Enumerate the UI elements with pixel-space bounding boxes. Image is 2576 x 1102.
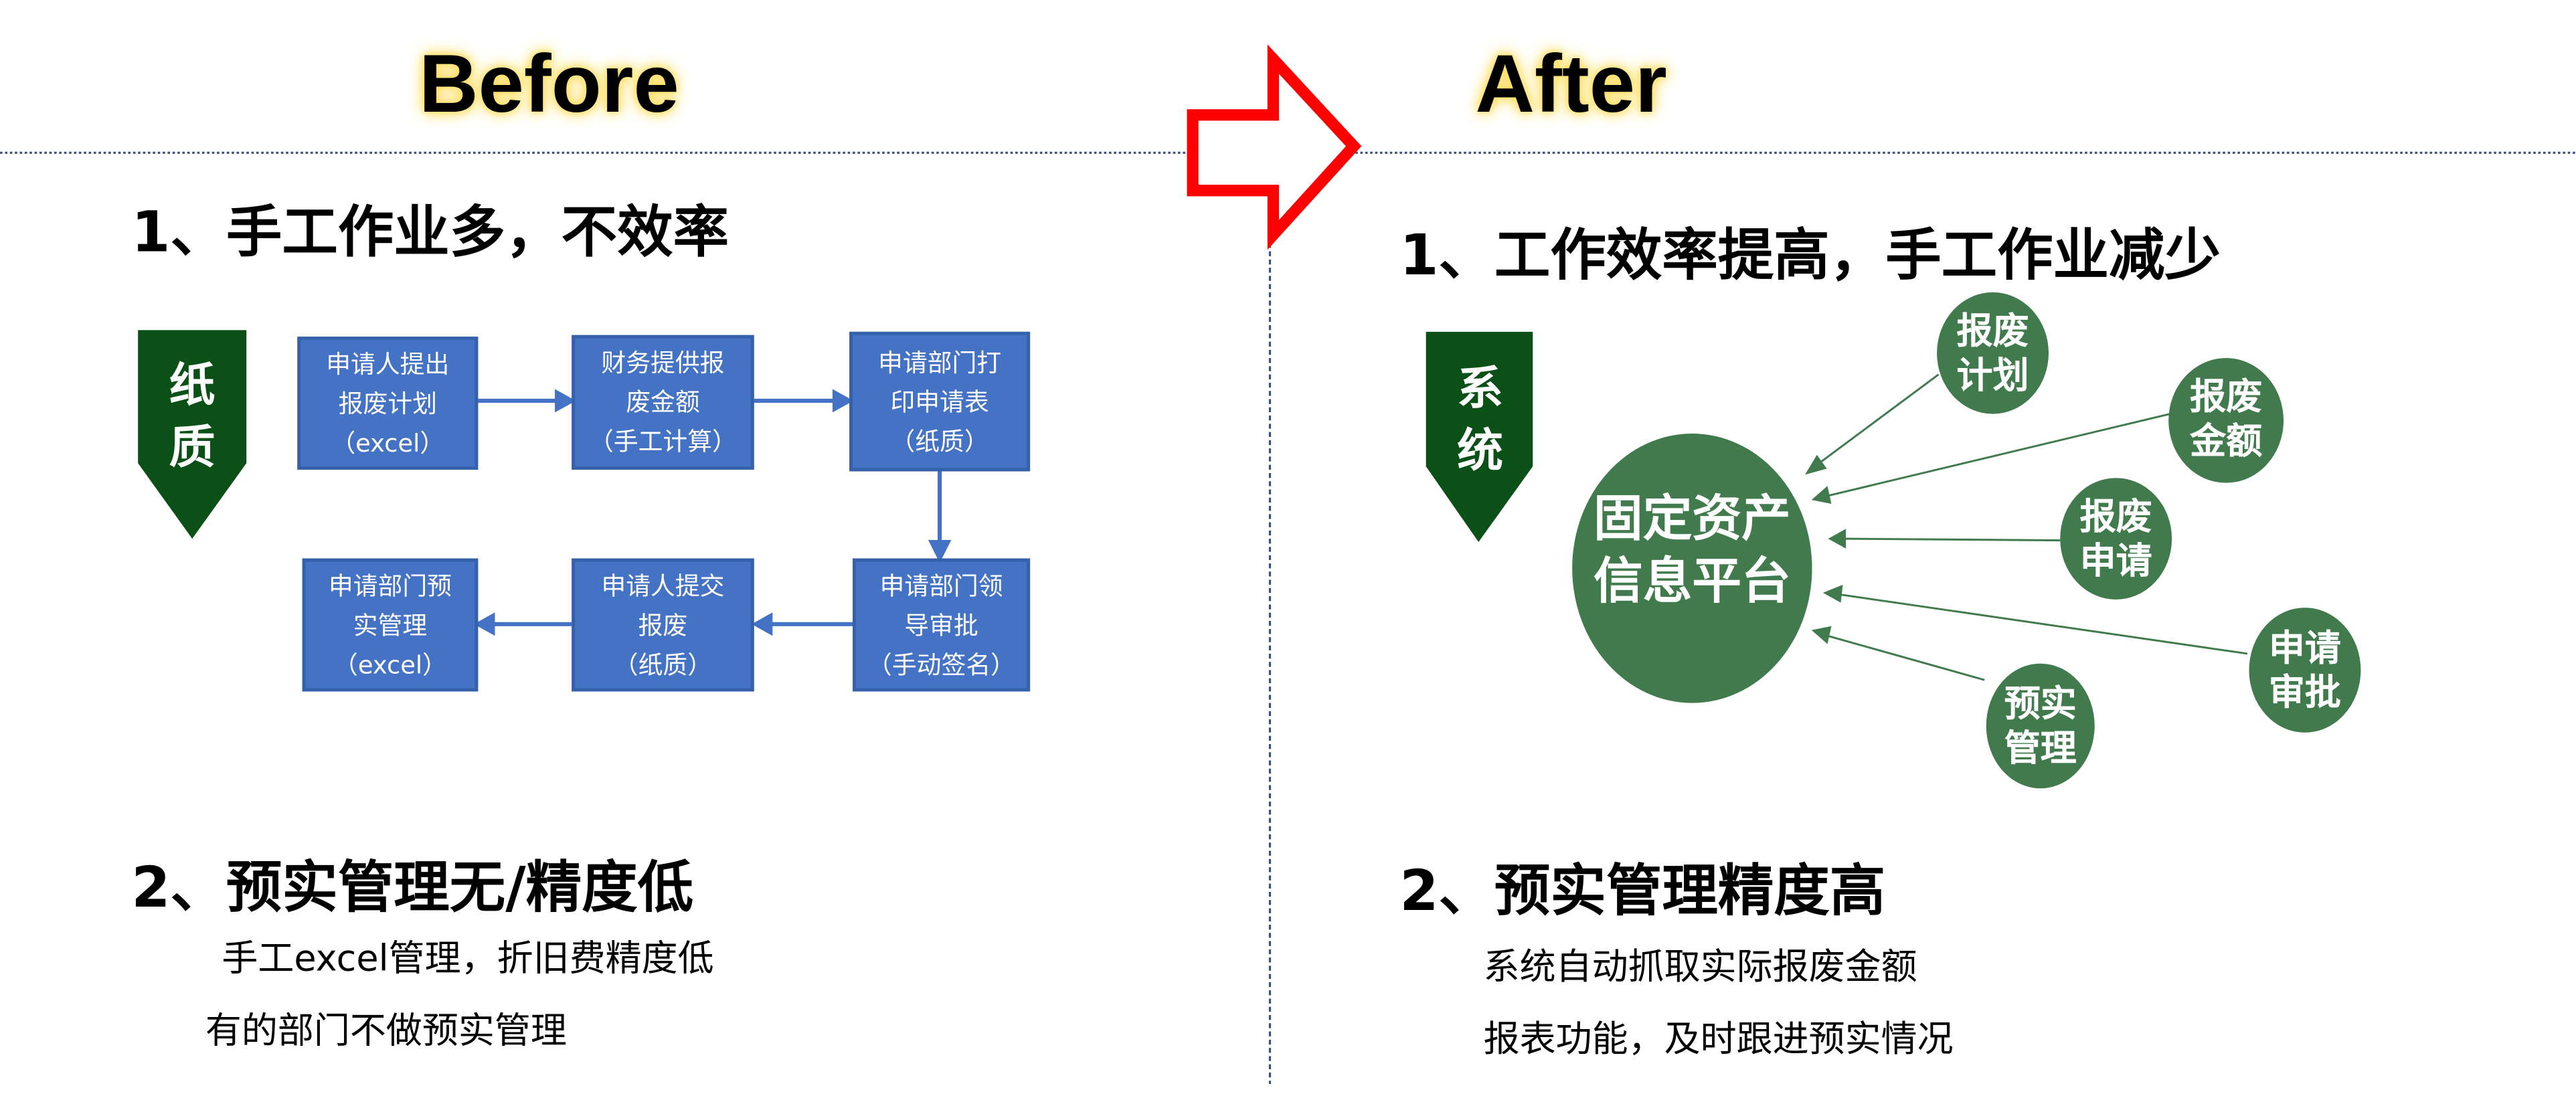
connector — [1840, 593, 2248, 655]
after-point-2: 2、预实管理精度高 — [1399, 858, 1886, 925]
node-scrap-amount: 报废金额 — [2190, 377, 2263, 464]
hub-label: 固定资产信息平台 — [1594, 490, 1791, 612]
before-line-2: 有的部门不做预实管理 — [205, 1012, 567, 1053]
system-tag: 系 统 — [1426, 358, 1535, 483]
before-line-1: 手工excel管理，折旧费精度低 — [222, 939, 714, 981]
node-scrap-plan: 报废计划 — [1956, 312, 2029, 398]
node-circle — [1986, 663, 2095, 789]
hub-circle — [1572, 434, 1812, 703]
after-line-2: 报表功能，及时跟进预实情况 — [1483, 1020, 1954, 1061]
flow-step-6: 申请部门预实管理（excel） — [302, 558, 479, 692]
node-approval: 申请审批 — [2268, 629, 2341, 715]
paper-tag-shape — [138, 330, 247, 539]
tag-char: 系 — [1457, 361, 1504, 416]
node-circle — [2249, 608, 2361, 733]
before-point-1: 1、手工作业多，不效率 — [131, 200, 729, 266]
connector — [1826, 413, 2171, 497]
tag-char: 统 — [1457, 424, 1504, 478]
after-title: After — [1475, 37, 1667, 130]
paper-tag: 纸 质 — [138, 355, 246, 480]
flow-step-4: 申请部门领导审批（手动签名） — [852, 558, 1031, 692]
connector — [1816, 373, 1940, 466]
system-tag-shape — [1426, 331, 1533, 543]
flow-step-5: 申请人提交报废（纸质） — [572, 558, 754, 692]
node-circle — [1937, 292, 2049, 414]
before-title: Before — [418, 37, 679, 130]
node-circle — [2060, 478, 2172, 600]
after-line-1: 系统自动抓取实际报废金额 — [1483, 947, 1917, 989]
node-scrap-request: 报废申请 — [2079, 497, 2152, 583]
after-point-1: 1、工作效率提高，手工作业减少 — [1399, 223, 2221, 290]
before-point-2: 2、预实管理无/精度低 — [131, 855, 694, 922]
flow-step-1: 申请人提出报废计划（excel） — [297, 337, 479, 470]
flow-step-2: 财务提供报废金额（手工计算） — [572, 335, 754, 470]
tag-char: 纸 — [169, 358, 216, 413]
tag-char: 质 — [169, 420, 216, 475]
connector — [1826, 634, 1985, 681]
node-budget-actual: 预实管理 — [2004, 684, 2077, 771]
right-arrow-icon — [1187, 44, 1362, 250]
node-circle — [2168, 358, 2284, 483]
connector — [1844, 537, 2061, 542]
flow-step-3: 申请部门打印申请表（纸质） — [849, 331, 1031, 472]
